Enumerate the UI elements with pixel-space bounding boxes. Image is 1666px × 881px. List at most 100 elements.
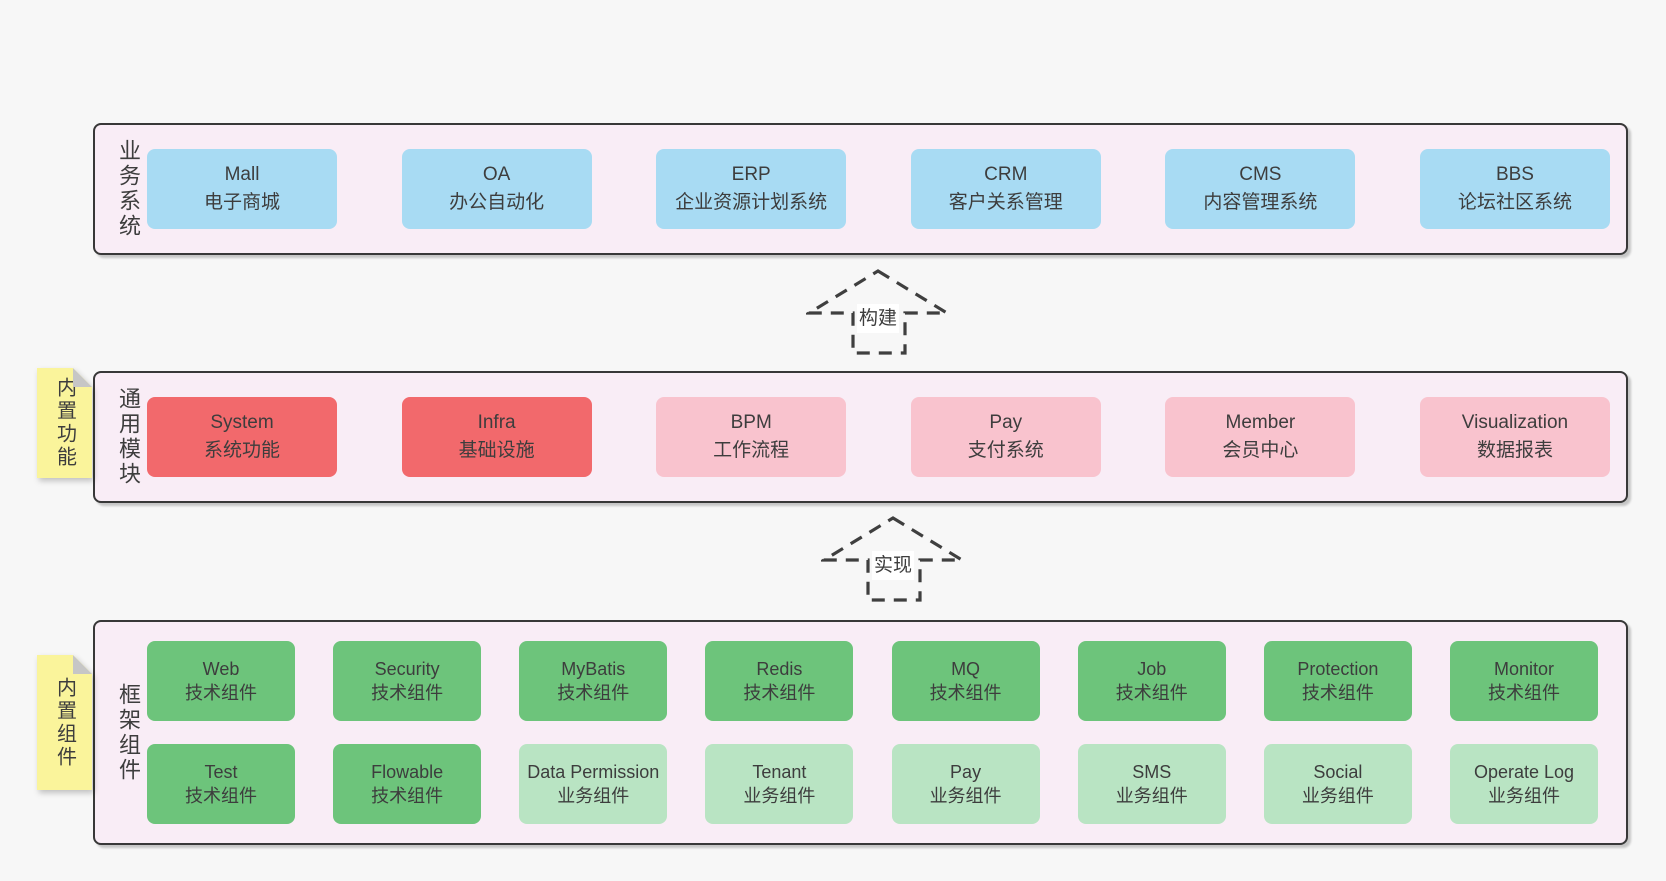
box-subtitle: 企业资源计划系统: [675, 192, 828, 213]
box-title: Test: [204, 761, 238, 782]
box-title: BBS: [1495, 164, 1534, 186]
box-subtitle: 技术组件: [1115, 683, 1188, 703]
box-subtitle: 技术组件: [185, 786, 257, 806]
box-web: Web 技术组件: [147, 641, 295, 721]
layer-label-text: 业务系统: [116, 139, 141, 239]
box-title: Redis: [756, 658, 803, 679]
layer-label: 通用模块: [109, 373, 147, 501]
box-title: Web: [202, 658, 240, 679]
box-title: MQ: [951, 658, 981, 679]
dashed-up-arrow-icon: [821, 516, 965, 602]
box-test: Test 技术组件: [147, 744, 295, 824]
dashed-up-arrow-icon: [806, 269, 950, 355]
box-title: Monitor: [1493, 658, 1554, 679]
layer-label-text: 通用模块: [116, 387, 141, 487]
box-tenant: Tenant 业务组件: [705, 744, 854, 824]
box-bbs: BBS 论坛社区系统: [1419, 149, 1610, 229]
box-title: SMS: [1132, 761, 1172, 782]
box-subtitle: 业务组件: [929, 786, 1002, 806]
box-row: Mall 电子商城 OA 办公自动化 ERP 企业资源计划系统 CRM 客户关系…: [147, 149, 1610, 229]
box-subtitle: 业务组件: [1115, 786, 1188, 806]
box-title: Visualization: [1461, 412, 1569, 434]
box-mall: Mall 电子商城: [147, 149, 337, 229]
box-title: Member: [1225, 412, 1296, 434]
layer-boxes: Web 技术组件 Security 技术组件 MyBatis 技术组件 Redi…: [147, 622, 1626, 843]
box-bpm: BPM 工作流程: [656, 397, 847, 477]
box-erp: ERP 企业资源计划系统: [656, 149, 847, 229]
box-title: Mall: [224, 164, 260, 186]
sticky-note-builtin-features: 内置功能: [37, 368, 92, 478]
box-title: ERP: [731, 164, 771, 186]
box-subtitle: 技术组件: [1487, 683, 1560, 703]
box-title: Pay: [989, 412, 1023, 434]
sticky-note: 内置功能: [37, 368, 92, 478]
box-social: Social 业务组件: [1263, 744, 1412, 824]
box-visualization: Visualization 数据报表: [1419, 397, 1610, 477]
box-title: Operate Log: [1473, 761, 1575, 782]
box-subtitle: 技术组件: [371, 786, 444, 806]
layer-common-modules: 通用模块 System 系统功能 Infra 基础设施 BPM 工作流程 Pay…: [93, 371, 1628, 503]
box-subtitle: 技术组件: [929, 683, 1002, 703]
box-title: Tenant: [752, 761, 807, 782]
box-mq: MQ 技术组件: [891, 641, 1040, 721]
box-row: System 系统功能 Infra 基础设施 BPM 工作流程 Pay 支付系统…: [147, 397, 1610, 477]
box-row: Web 技术组件 Security 技术组件 MyBatis 技术组件 Redi…: [147, 641, 1598, 721]
box-subtitle: 技术组件: [557, 683, 630, 703]
box-subtitle: 客户关系管理: [948, 192, 1063, 213]
box-title: Job: [1137, 658, 1167, 679]
box-subtitle: 系统功能: [203, 440, 280, 461]
box-title: MyBatis: [561, 658, 626, 679]
box-subtitle: 论坛社区系统: [1457, 192, 1572, 213]
box-pay: Pay 支付系统: [910, 397, 1101, 477]
box-title: Flowable: [371, 761, 444, 782]
layer-label: 框架组件: [109, 622, 147, 843]
box-title: System: [210, 412, 274, 434]
box-subtitle: 工作流程: [713, 440, 790, 461]
box-title: OA: [482, 164, 511, 186]
box-title: Pay: [950, 761, 982, 782]
sticky-note-text: 内置组件: [53, 676, 76, 769]
box-pay-biz: Pay 业务组件: [891, 744, 1040, 824]
box-member: Member 会员中心: [1165, 397, 1356, 477]
box-title: Infra: [477, 412, 516, 434]
layer-boxes: System 系统功能 Infra 基础设施 BPM 工作流程 Pay 支付系统…: [147, 373, 1626, 501]
box-subtitle: 办公自动化: [449, 192, 545, 213]
box-oa: OA 办公自动化: [401, 149, 592, 229]
box-title: BPM: [730, 412, 772, 434]
sticky-note: 内置组件: [37, 655, 92, 790]
box-subtitle: 内容管理系统: [1203, 192, 1318, 213]
box-subtitle: 业务组件: [1301, 786, 1374, 806]
box-crm: CRM 客户关系管理: [910, 149, 1101, 229]
box-subtitle: 业务组件: [557, 786, 630, 806]
box-system: System 系统功能: [147, 397, 337, 477]
sticky-note-text: 内置功能: [53, 377, 76, 469]
box-security: Security 技术组件: [333, 641, 482, 721]
box-subtitle: 基础设施: [458, 440, 535, 461]
note-fold-corner-icon: [73, 655, 92, 674]
box-subtitle: 技术组件: [1301, 683, 1374, 703]
arrow-build: 构建: [806, 268, 950, 356]
box-protection: Protection 技术组件: [1263, 641, 1412, 721]
box-sms: SMS 业务组件: [1077, 744, 1226, 824]
box-title: CMS: [1239, 164, 1282, 186]
box-subtitle: 会员中心: [1222, 440, 1299, 461]
box-monitor: Monitor 技术组件: [1449, 641, 1598, 721]
layer-framework-components: 框架组件 Web 技术组件 Security 技术组件 MyBatis 技术组件…: [93, 620, 1628, 845]
box-title: Data Permission: [527, 761, 660, 782]
layer-label-text: 框架组件: [116, 682, 141, 783]
box-subtitle: 电子商城: [203, 192, 280, 213]
layer-business-systems: 业务系统 Mall 电子商城 OA 办公自动化 ERP 企业资源计划系统 CRM…: [93, 123, 1628, 255]
layer-label: 业务系统: [109, 125, 147, 253]
box-subtitle: 业务组件: [743, 786, 816, 806]
box-cms: CMS 内容管理系统: [1165, 149, 1356, 229]
arrow-label: 实现: [871, 551, 915, 580]
box-title: Security: [374, 658, 440, 679]
box-subtitle: 支付系统: [967, 440, 1044, 461]
box-row: Test 技术组件 Flowable 技术组件 Data Permission …: [147, 744, 1598, 824]
box-mybatis: MyBatis 技术组件: [519, 641, 668, 721]
box-subtitle: 技术组件: [371, 683, 444, 703]
box-subtitle: 技术组件: [185, 683, 257, 703]
box-title: Social: [1313, 761, 1363, 782]
box-subtitle: 技术组件: [743, 683, 816, 703]
box-infra: Infra 基础设施: [401, 397, 592, 477]
